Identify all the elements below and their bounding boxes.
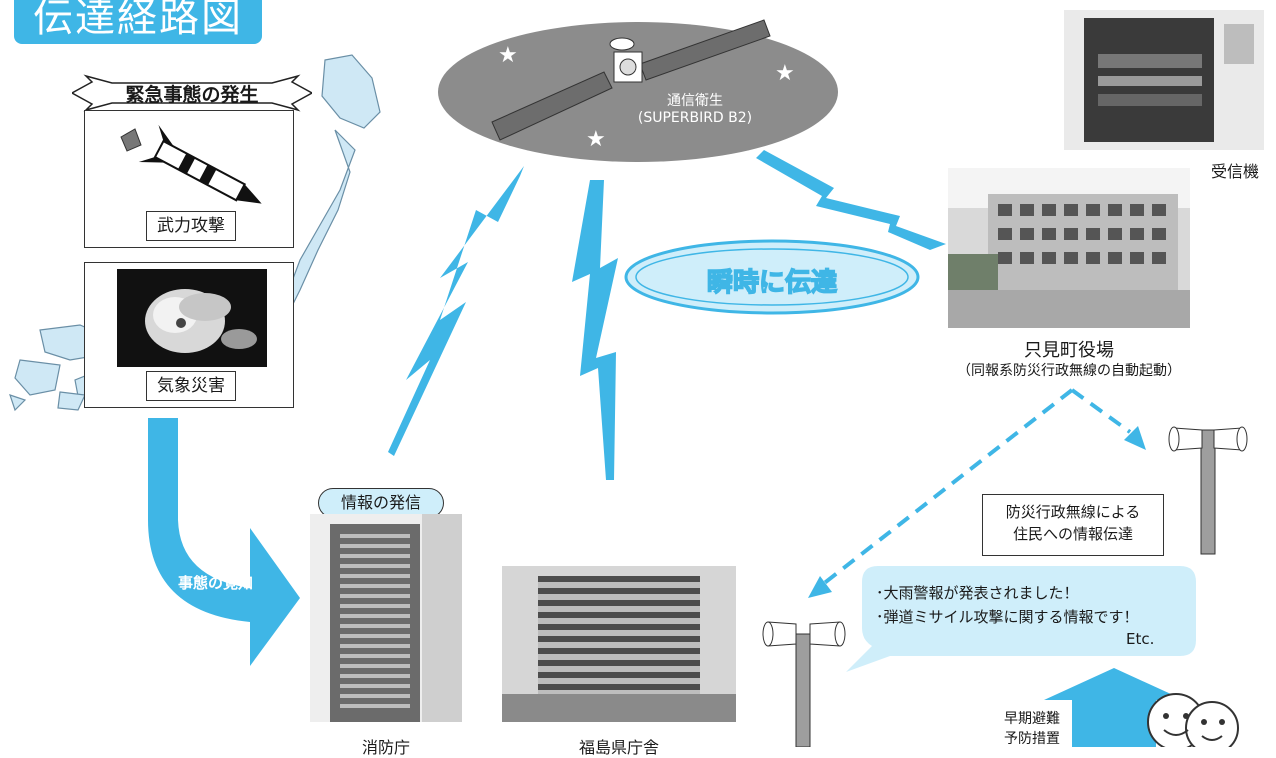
awareness-arrow xyxy=(148,418,300,666)
prefecture-photo xyxy=(502,566,736,722)
svg-text:★: ★ xyxy=(498,43,518,68)
speech-bubble xyxy=(846,566,1196,672)
action-line2: 予防措置 xyxy=(1004,731,1060,747)
fire-agency-photo xyxy=(310,514,462,722)
awareness-label: 事態の覚知 xyxy=(178,574,254,592)
bubble-line1: ･大雨警報が発表されました！ xyxy=(876,584,1079,602)
event-card-weather: 気象災害 xyxy=(84,262,294,408)
smiley-icon xyxy=(1147,693,1239,747)
svg-text:★: ★ xyxy=(775,61,795,86)
fire-agency-name: 消防庁 xyxy=(361,738,410,757)
radio-info-line2: 住民への情報伝達 xyxy=(1012,525,1133,543)
emergency-banner-text: 緊急事態の発生 xyxy=(125,84,259,106)
satellite-model: (SUPERBIRD B2) xyxy=(637,110,753,126)
loudspeaker-left-icon xyxy=(762,621,846,747)
action-line1: 早期避難 xyxy=(1004,711,1060,727)
event-label-weather: 気象災害 xyxy=(146,371,236,401)
event-label-attack: 武力攻撃 xyxy=(146,211,236,241)
svg-text:★: ★ xyxy=(586,127,606,152)
typhoon-icon xyxy=(117,269,267,367)
emergency-banner: 緊急事態の発生 xyxy=(72,74,312,112)
event-card-attack: 武力攻撃 xyxy=(84,110,294,248)
radio-info-line1: 防災行政無線による xyxy=(1005,503,1141,521)
town-hall-name: 只見町役場 xyxy=(1024,340,1114,361)
instant-label: 瞬時に伝達 xyxy=(706,267,838,299)
satellite-icon xyxy=(491,19,771,141)
lightning-fire-to-sat xyxy=(388,166,524,456)
radio-info-box: 防災行政無線による 住民への情報伝達 xyxy=(982,494,1164,556)
missile-icon xyxy=(120,124,262,204)
bubble-etc: Etc. xyxy=(1126,630,1155,648)
prefecture-name: 福島県庁舎 xyxy=(578,738,659,757)
lightning-sat-to-pref xyxy=(572,180,618,480)
loudspeaker-right-icon xyxy=(1168,426,1248,555)
satellite-oval xyxy=(438,22,838,162)
send-label-pill: 情報の発信 xyxy=(318,488,444,518)
town-hall-note: （同報系防災行政無線の自動起動） xyxy=(957,363,1181,379)
satellite-name: 通信衛生 xyxy=(667,93,723,109)
bubble-line2: ･弾道ミサイル攻撃に関する情報です！ xyxy=(876,608,1139,626)
town-hall-photo xyxy=(948,168,1190,328)
lightning-sat-to-hall xyxy=(756,150,946,250)
receiver-label: 受信機 xyxy=(1210,162,1259,181)
page-title: 伝達経路図 xyxy=(14,0,262,44)
receiver-photo xyxy=(1064,10,1264,150)
